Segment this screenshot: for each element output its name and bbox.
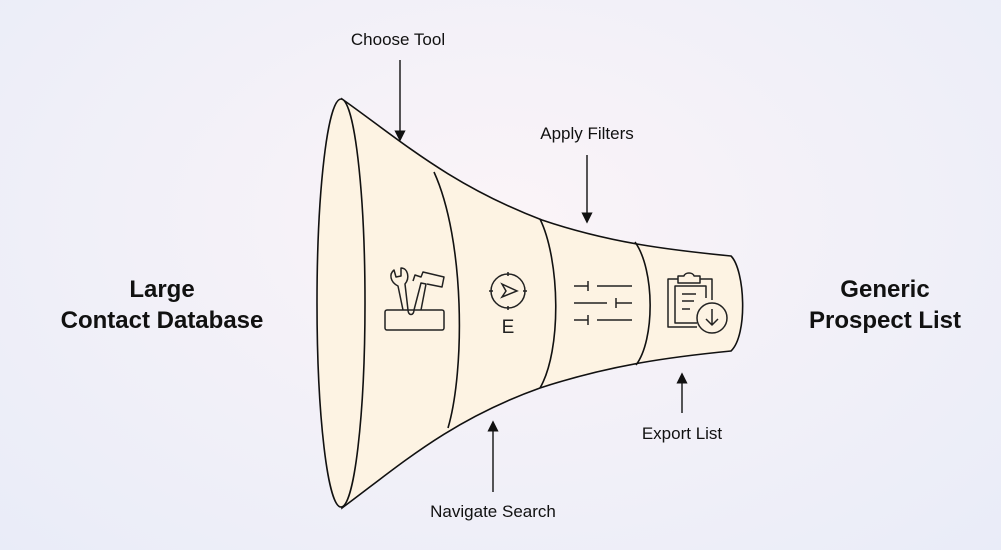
funnel-body — [341, 97, 744, 510]
sliders-icon — [574, 281, 632, 325]
label-export-list: Export List — [641, 424, 723, 443]
divider-3 — [634, 241, 651, 366]
compass-icon — [489, 272, 527, 310]
right-title-line2: Prospect List — [808, 307, 962, 334]
funnel-mouth — [316, 98, 366, 508]
left-title-line2: Contact Database — [60, 307, 264, 334]
right-title-line1: Generic — [840, 276, 930, 303]
label-navigate-search: Navigate Search — [430, 502, 556, 521]
right-title: Generic Prospect List — [809, 274, 961, 336]
left-title-line1: Large — [129, 276, 195, 303]
clipboard-download-icon — [667, 272, 728, 334]
label-apply-filters: Apply Filters — [540, 124, 634, 143]
label-choose-tool: Choose Tool — [350, 30, 446, 49]
divider-2 — [539, 218, 557, 389]
toolbox-icon — [384, 267, 445, 331]
compass-letter: E — [502, 317, 515, 338]
left-title: Large Contact Database — [61, 274, 264, 336]
divider-1 — [433, 171, 461, 429]
